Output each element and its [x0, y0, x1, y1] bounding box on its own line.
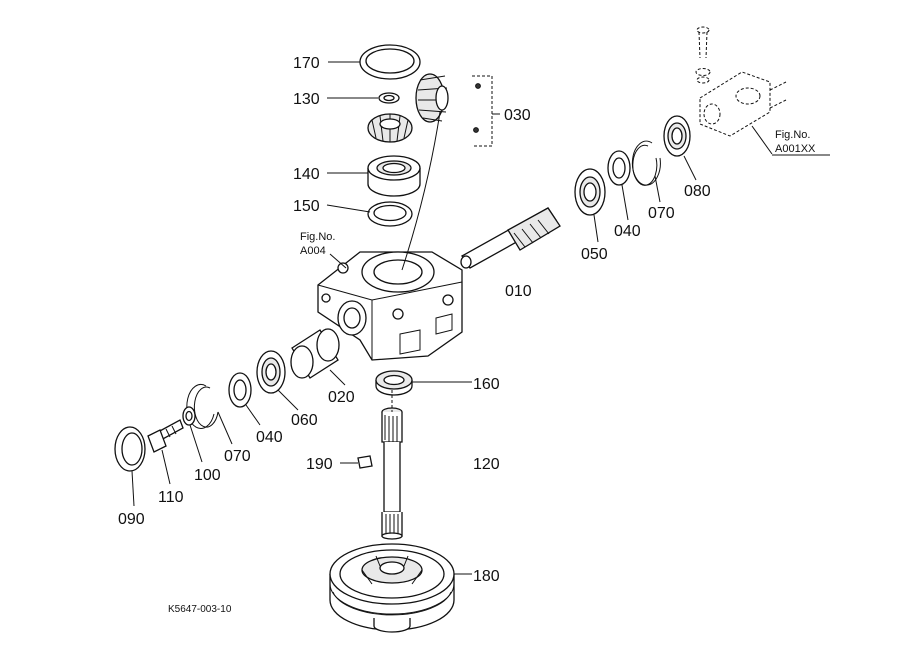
- label-070-right: 070: [648, 205, 675, 222]
- part-100-washer: [182, 406, 196, 426]
- drawing-code: K5647-003-10: [168, 604, 232, 615]
- leader-020: [329, 369, 346, 386]
- label-100: 100: [194, 467, 221, 484]
- part-080-bearing: [663, 115, 691, 157]
- ref-a001xx-fig: Fig.No.: [775, 129, 810, 141]
- label-070-left: 070: [224, 448, 251, 465]
- leader-050: [593, 214, 599, 243]
- part-030-upper-bevel-gear: [415, 73, 449, 123]
- part-060-bearing: [256, 350, 286, 394]
- leader-070-right: [654, 175, 661, 203]
- ref-a004-code: A004: [300, 245, 326, 257]
- part-020-spacer: [290, 328, 340, 379]
- part-070-snap-ring-right: [631, 140, 661, 186]
- label-140: 140: [293, 166, 320, 183]
- label-110: 110: [158, 489, 184, 506]
- label-190: 190: [306, 456, 333, 473]
- label-130: 130: [293, 91, 320, 108]
- part-010-gear-housing: [317, 251, 463, 361]
- a001xx-yoke: [699, 71, 787, 137]
- part-130-washer: [378, 92, 400, 104]
- label-150: 150: [293, 198, 320, 215]
- label-080: 080: [684, 183, 711, 200]
- a001xx-bolt: [695, 26, 711, 84]
- leader-lines: [131, 61, 830, 575]
- part-010-input-shaft: [460, 207, 561, 269]
- label-060: 060: [291, 412, 318, 429]
- label-180: 180: [473, 568, 500, 585]
- part-180-pulley: [329, 543, 455, 633]
- part-040-washer-right: [607, 150, 631, 186]
- label-040-left: 040: [256, 429, 283, 446]
- part-170-ring: [359, 44, 421, 80]
- part-030-bracket: [472, 75, 500, 147]
- leader-030-gear: [401, 111, 441, 271]
- leader-150: [326, 204, 371, 213]
- ref-a004-fig: Fig.No.: [300, 231, 335, 243]
- part-050-bearing: [574, 168, 606, 216]
- leader-060: [277, 389, 299, 411]
- part-190-key: [357, 455, 373, 469]
- leader-100: [189, 424, 203, 463]
- leader-070-left: [217, 411, 233, 445]
- part-120-output-shaft: [381, 407, 403, 540]
- leader-090: [131, 470, 135, 507]
- label-120: 120: [473, 456, 500, 473]
- part-040-washer-left: [228, 372, 252, 408]
- figure-references: Fig.No. A004 Fig.No. A001XX: [300, 129, 816, 257]
- part-150-ring: [367, 201, 413, 227]
- part-160-oil-seal: [375, 370, 413, 396]
- leader-a001xx: [751, 125, 773, 155]
- label-010: 010: [505, 283, 532, 300]
- leader-080: [683, 155, 697, 181]
- leader-a004: [329, 253, 347, 269]
- leader-040-right: [621, 184, 629, 221]
- label-030: 030: [504, 107, 531, 124]
- part-030-lower-bevel-gear: [367, 113, 413, 143]
- leader-040-left: [245, 404, 261, 426]
- ref-a001xx-code: A001XX: [775, 143, 816, 155]
- label-040-right: 040: [614, 223, 641, 240]
- label-170: 170: [293, 55, 320, 72]
- part-090-cap: [114, 426, 146, 472]
- label-020: 020: [328, 389, 355, 406]
- part-labels: 170 130 030 140 150 010 020 060 040 070 …: [118, 55, 711, 585]
- part-140-bearing: [367, 155, 421, 197]
- label-090: 090: [118, 511, 145, 528]
- label-160: 160: [473, 376, 500, 393]
- leader-110: [161, 449, 171, 485]
- label-050: 050: [581, 246, 608, 263]
- part-110-bolt: [147, 419, 184, 453]
